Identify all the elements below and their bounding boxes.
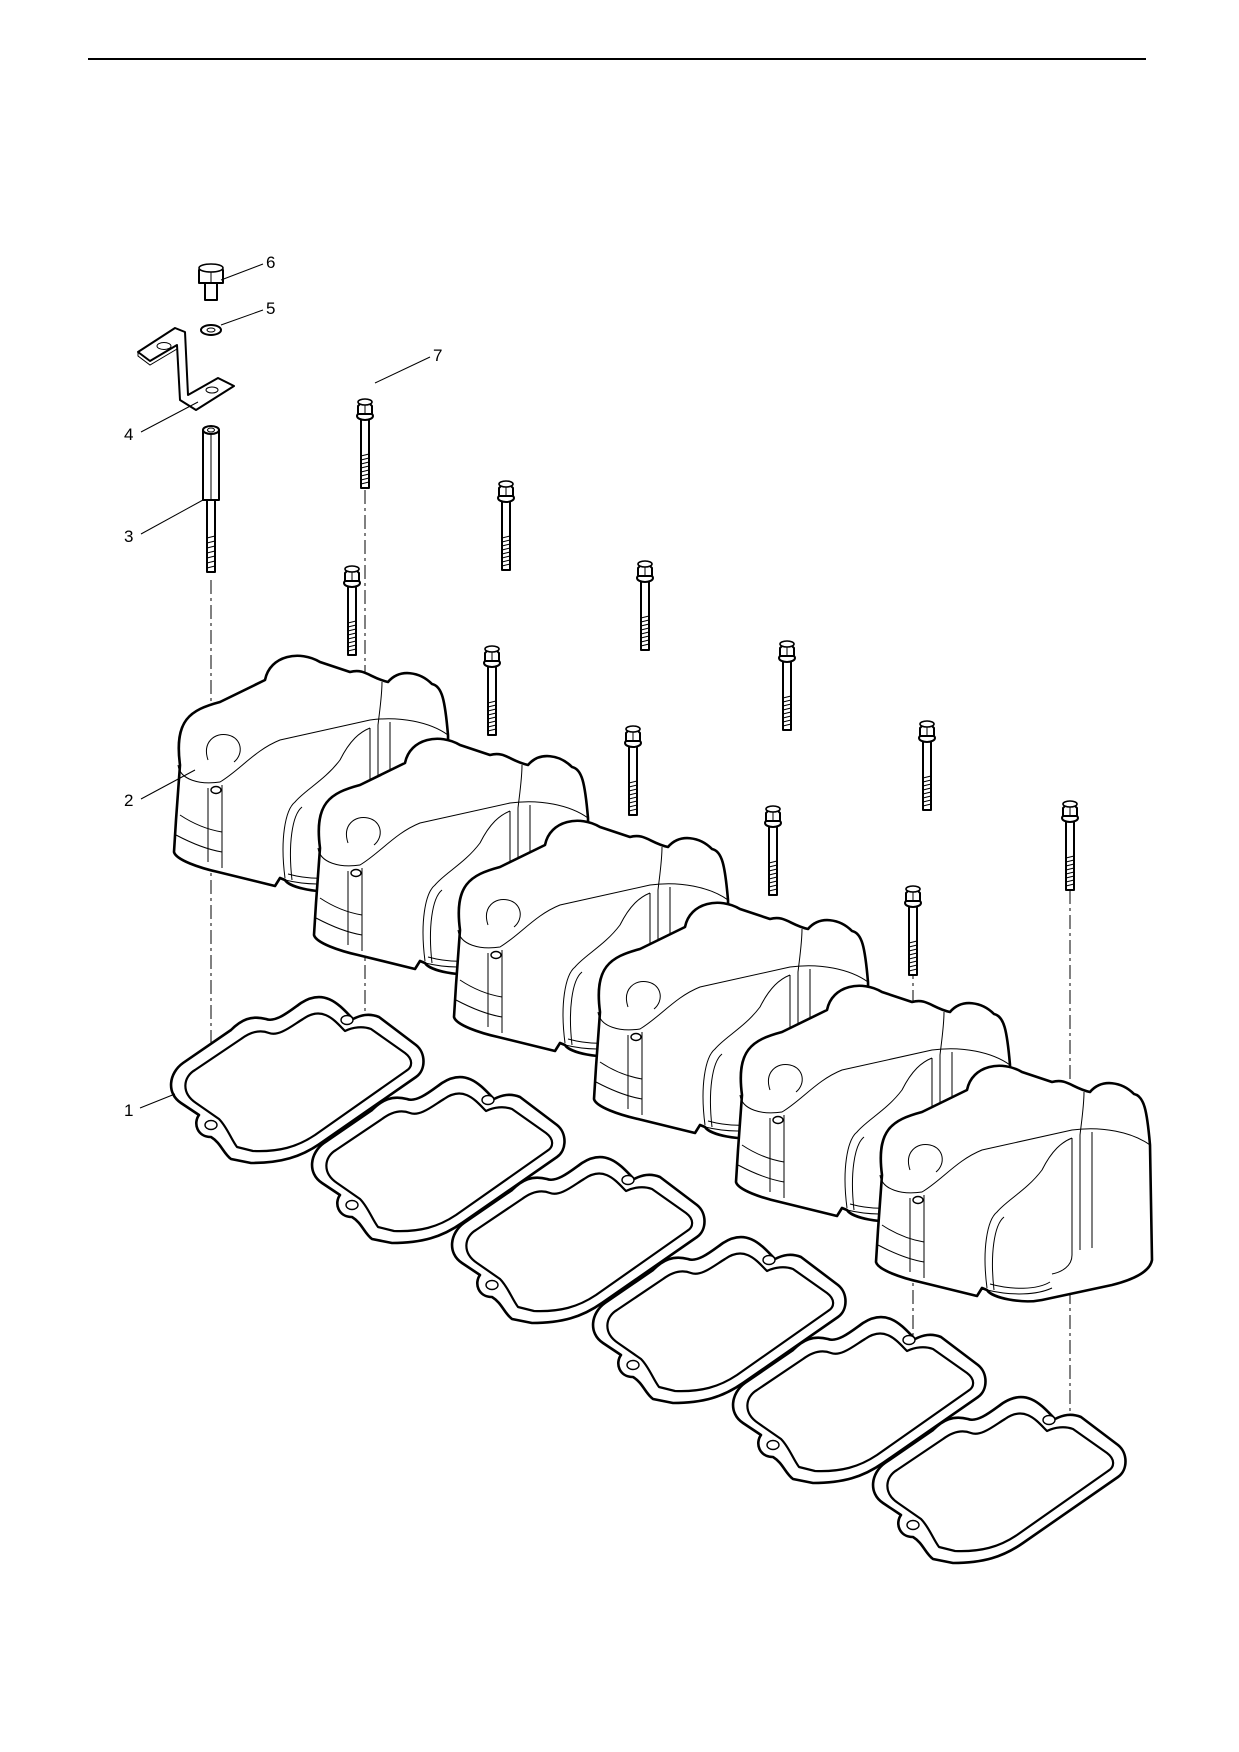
callout-5: 5 [266,299,275,318]
bracket [137,327,235,411]
callout-2: 2 [124,791,133,810]
callout-leaders [139,263,431,1109]
washer [200,324,222,336]
callout-4: 4 [124,425,133,444]
callout-numbers: 1 2 3 4 5 6 7 [124,253,442,1120]
flange-bolt-7 [778,640,796,731]
flange-bolt-4 [483,645,501,736]
callout-6: 6 [266,253,275,272]
flange-bolt-9 [918,720,936,811]
flange-bolt-8 [764,805,782,896]
hex-bolt [198,263,224,301]
flange-bolt-5 [636,560,654,651]
flange-bolt-1 [356,398,374,489]
callout-7: 7 [433,346,442,365]
stud [202,425,220,573]
flange-bolt-6 [624,725,642,816]
callout-1: 1 [124,1101,133,1120]
flange-bolt-2 [343,565,361,656]
flange-bolt-11 [1061,800,1079,891]
flange-bolt-3 [497,480,515,571]
flange-bolt-10 [904,885,922,976]
callout-3: 3 [124,527,133,546]
